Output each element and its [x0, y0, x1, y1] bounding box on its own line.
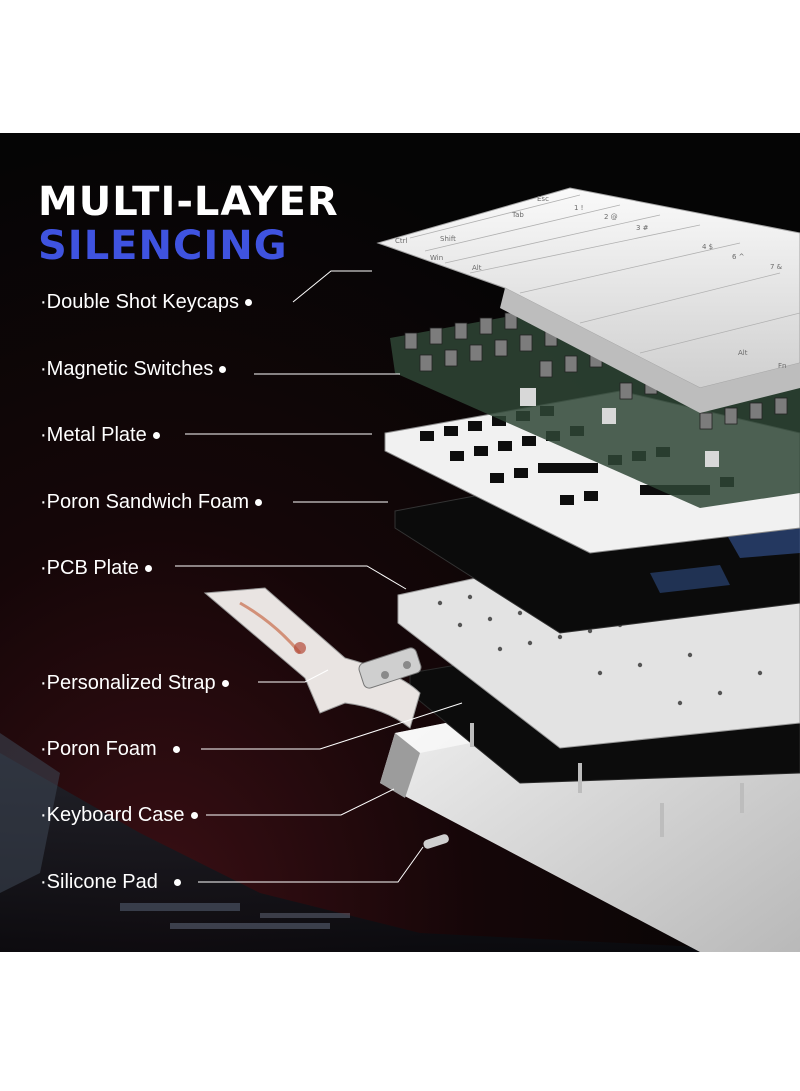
dot-icon: [173, 879, 181, 887]
label-magnetic-switches: ·Magnetic Switches: [40, 357, 227, 381]
keycap-legend: Win: [430, 254, 443, 262]
keycap-legend: 4 $: [702, 243, 713, 251]
title-main: MULTI-LAYER: [38, 179, 339, 225]
label-personalized-strap: ·Personalized Strap: [40, 671, 229, 695]
label-poron-sandwich-foam: ·Poron Sandwich Foam: [40, 490, 262, 514]
top-margin: [0, 0, 800, 133]
keycap-legend: 3 #: [636, 224, 649, 232]
dot-icon: [144, 565, 152, 573]
background-floor: [0, 733, 800, 952]
label-text: ·Keyboard Case: [40, 804, 185, 826]
bottom-margin: [0, 952, 800, 1091]
label-text: ·Poron Sandwich Foam: [40, 491, 249, 513]
keycap-legend: 1 !: [574, 204, 584, 212]
keycap-legend: Tab: [511, 211, 524, 219]
keycap-legend: Fn: [778, 362, 786, 370]
dot-icon: [221, 680, 229, 688]
keycap-legend: Alt: [738, 349, 748, 357]
dot-icon: [219, 366, 227, 374]
label-metal-plate: ·Metal Plate: [40, 423, 160, 447]
label-silicone-pad: ·Silicone Pad: [40, 870, 181, 894]
keycap-legend: 2 @: [604, 213, 618, 221]
label-text: ·Poron Foam: [40, 738, 157, 760]
label-text: ·Silicone Pad: [40, 871, 158, 893]
title-accent: SILENCING: [38, 223, 288, 269]
strap-icon: [203, 587, 422, 729]
infographic-panel: Esc Tab Ctrl Shift Win Alt 1 ! 2 @ 3 # 4…: [0, 133, 800, 952]
keycap-legend: Ctrl: [395, 237, 408, 245]
label-text: ·Metal Plate: [40, 424, 147, 446]
dot-icon: [245, 299, 253, 307]
keyboard-exploded-view: Esc Tab Ctrl Shift Win Alt 1 ! 2 @ 3 # 4…: [0, 187, 800, 952]
label-pcb-plate: ·PCB Plate: [40, 556, 152, 580]
label-poron-foam: ·Poron Foam: [40, 737, 180, 761]
case-standoffs: [470, 723, 744, 837]
label-text: ·PCB Plate: [40, 557, 139, 579]
keycaps: Esc Tab Ctrl Shift Win Alt 1 ! 2 @ 3 # 4…: [376, 187, 800, 413]
label-double-shot-keycaps: ·Double Shot Keycaps: [40, 290, 253, 314]
keycap-legend: Alt: [472, 264, 482, 272]
title-block: MULTI-LAYER SILENCING: [38, 179, 339, 267]
dot-icon: [190, 812, 198, 820]
dot-icon: [172, 746, 180, 754]
dot-icon: [152, 432, 160, 440]
keycap-legend: 6 ^: [732, 253, 745, 261]
label-text: ·Magnetic Switches: [40, 358, 214, 380]
label-text: ·Personalized Strap: [40, 672, 216, 694]
keycap-legend: Esc: [537, 195, 549, 203]
silicone-pad: [423, 834, 449, 849]
dot-icon: [254, 499, 262, 507]
keycap-legend: Shift: [440, 235, 456, 243]
label-text: ·Double Shot Keycaps: [40, 291, 240, 313]
label-keyboard-case: ·Keyboard Case: [40, 803, 198, 827]
keycap-legend: 7 &: [770, 263, 783, 271]
